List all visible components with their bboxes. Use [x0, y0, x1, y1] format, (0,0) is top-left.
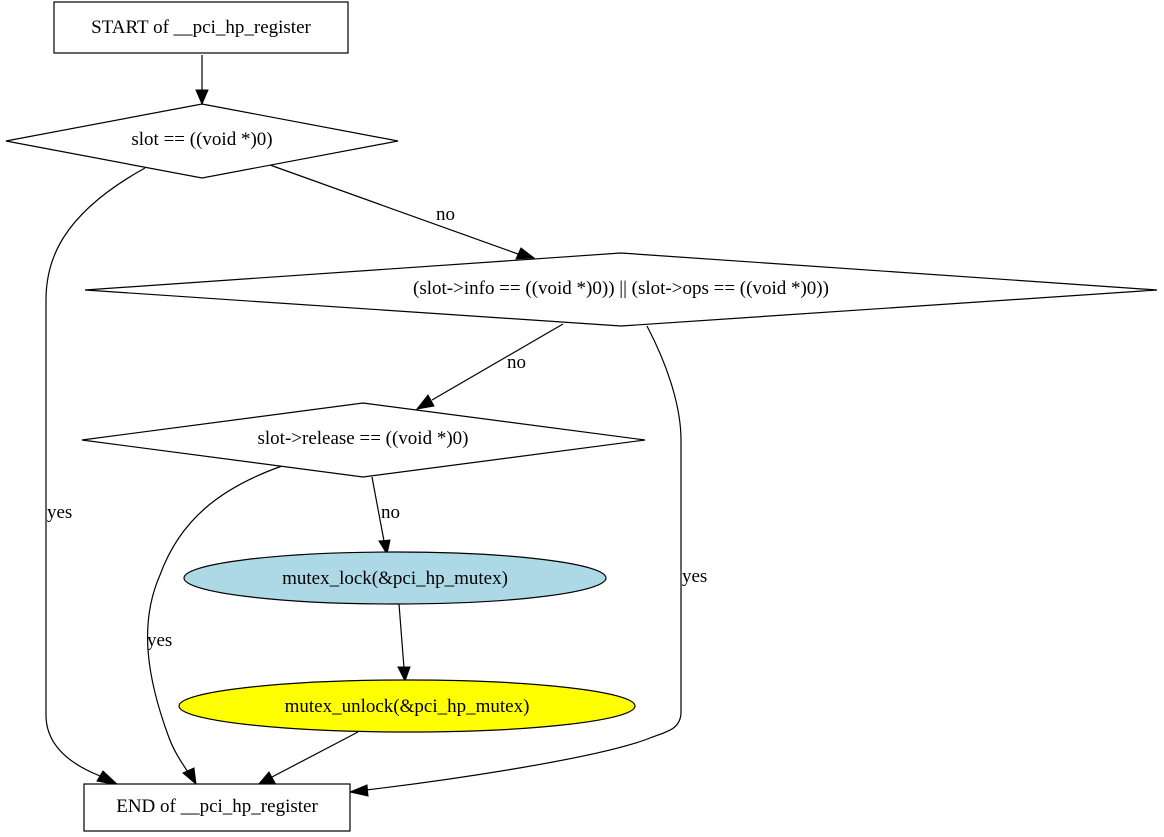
- node-cond-slot-null-label: slot == ((void *)0): [131, 129, 272, 150]
- edge-release-no: [371, 476, 385, 542]
- node-cond-release-label: slot->release == ((void *)0): [258, 428, 469, 449]
- edge-label-slot-yes: yes: [47, 502, 72, 523]
- arrowhead-lock-to-unlock: [397, 666, 411, 683]
- edge-release-yes: [147, 465, 283, 773]
- arrowhead-slot-yes: [96, 770, 120, 786]
- edge-infoops-no: [431, 323, 564, 401]
- arrowhead-unlock-to-end: [256, 771, 276, 786]
- node-mutex-lock-shape: [183, 551, 607, 605]
- edge-label-slot-no: no: [436, 204, 455, 225]
- edge-label-release-yes: yes: [147, 630, 172, 651]
- edge-label-infoops-yes: yes: [682, 566, 707, 587]
- edge-infoops-yes: [365, 325, 682, 791]
- arrowhead-release-yes: [182, 767, 197, 786]
- node-mutex-lock: mutex_lock(&pci_hp_mutex): [183, 551, 607, 605]
- node-mutex-unlock: mutex_unlock(&pci_hp_mutex): [178, 679, 636, 733]
- edge-slot-no: [269, 164, 519, 255]
- arrowhead-infoops-no: [415, 394, 435, 410]
- edge-lock-to-unlock: [398, 603, 405, 669]
- arrowhead-infoops-yes: [348, 784, 369, 797]
- node-mutex-lock-label: mutex_lock(&pci_hp_mutex): [282, 568, 508, 589]
- arrowhead-slot-no: [515, 247, 536, 260]
- node-start-label: START of __pci_hp_register: [91, 17, 311, 38]
- node-cond-release: slot->release == ((void *)0): [81, 402, 646, 478]
- edge-unlock-to-end: [271, 731, 359, 778]
- edge-label-infoops-no: no: [507, 352, 526, 373]
- arrowhead-start-to-slot-check: [195, 89, 209, 106]
- node-end: END of __pci_hp_register: [83, 783, 351, 832]
- node-end-label: END of __pci_hp_register: [116, 796, 318, 817]
- edge-slot-yes: [45, 167, 146, 777]
- arrowhead-release-no: [378, 539, 391, 556]
- node-cond-info-ops: (slot->info == ((void *)0)) || (slot->op…: [84, 252, 1158, 327]
- node-start: START of __pci_hp_register: [53, 1, 349, 54]
- node-cond-info-ops-label: (slot->info == ((void *)0)) || (slot->op…: [413, 278, 829, 299]
- node-mutex-unlock-shape: [178, 679, 636, 733]
- node-cond-slot-null: slot == ((void *)0): [5, 103, 399, 179]
- node-mutex-unlock-label: mutex_unlock(&pci_hp_mutex): [285, 696, 530, 717]
- edge-label-release-no: no: [381, 502, 400, 523]
